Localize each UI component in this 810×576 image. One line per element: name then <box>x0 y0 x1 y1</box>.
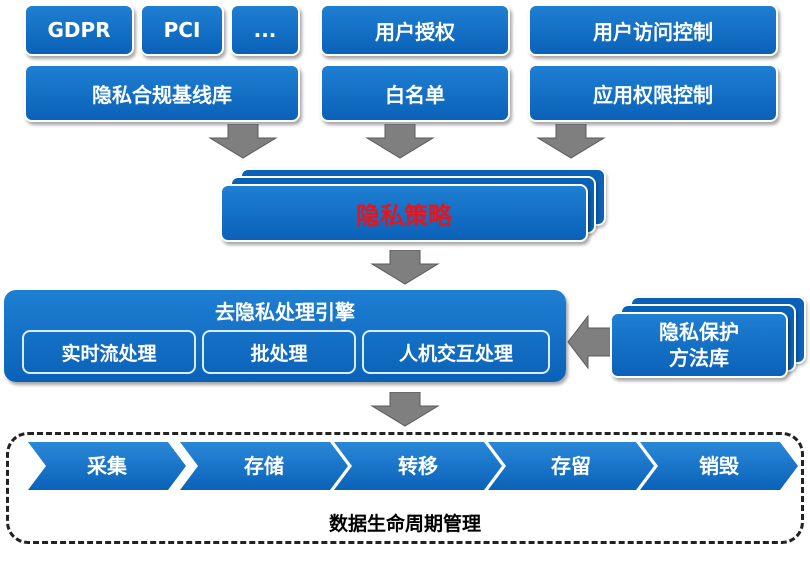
chevron-collect <box>28 442 186 490</box>
arrow-down-policy <box>370 250 440 285</box>
user-authorization-box: 用户授权 <box>320 4 510 56</box>
arrow-down-engine <box>370 392 440 427</box>
engine-title: 去隐私处理引擎 <box>215 300 355 324</box>
gdpr-box: GDPR <box>24 4 134 56</box>
arrow-left-methods <box>567 314 613 370</box>
stage-store: 存储 <box>244 454 284 478</box>
lifecycle-container <box>6 432 804 544</box>
methods-line-2: 方法库 <box>669 346 729 370</box>
whitelist-box: 白名单 <box>320 64 510 122</box>
stage-collect: 采集 <box>87 454 127 478</box>
mode-realtime-stream: 实时流处理 <box>22 330 196 374</box>
mode-batch: 批处理 <box>202 330 356 374</box>
stage-destroy: 销毁 <box>699 454 739 478</box>
chevron-transfer <box>334 442 502 490</box>
privacy-policy-label: 隐私策略 <box>356 201 452 230</box>
user-access-control-box: 用户访问控制 <box>528 4 778 56</box>
chevron-store <box>180 442 348 490</box>
privacy-baseline-box: 隐私合规基线库 <box>24 64 300 122</box>
arrow-down-3 <box>536 124 606 159</box>
app-permission-control-box: 应用权限控制 <box>528 64 778 122</box>
arrow-down-2 <box>365 124 435 159</box>
more-box: ... <box>230 4 300 56</box>
chevron-destroy <box>640 442 798 490</box>
pci-box: PCI <box>140 4 224 56</box>
de-privacy-engine: 去隐私处理引擎 <box>4 290 566 382</box>
stage-transfer: 转移 <box>398 454 438 478</box>
lifecycle-title: 数据生命周期管理 <box>328 513 481 535</box>
privacy-policy-box: 隐私策略 <box>220 184 588 242</box>
mode-human-interaction: 人机交互处理 <box>362 330 550 374</box>
methods-line-1: 隐私保护 <box>659 320 739 344</box>
arrow-down-1 <box>208 124 278 159</box>
chevron-retain <box>488 442 654 490</box>
stage-retain: 存留 <box>551 454 591 478</box>
privacy-methods-box: 隐私保护 方法库 <box>610 312 788 378</box>
